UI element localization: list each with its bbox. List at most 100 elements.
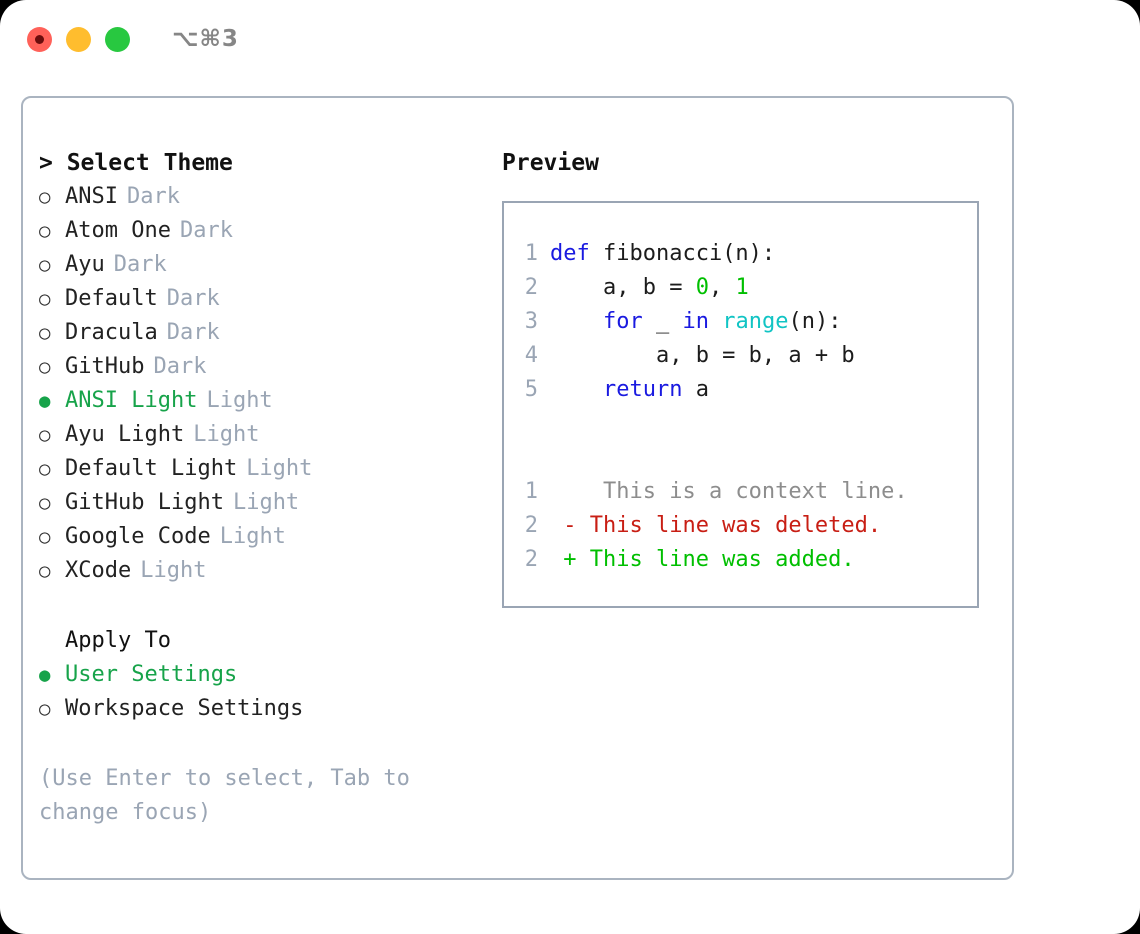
line-number: 2 [524,547,538,572]
code-token [709,309,722,334]
diff-line: 2 - This line was deleted. [504,509,977,543]
diff-text: This is a context line. [550,479,908,504]
line-number: 2 [524,275,538,300]
line-number: 1 [524,479,538,504]
apply-to-item[interactable]: ○ Workspace Settings [39,692,493,726]
code-token: a, b = b, a + b [550,343,855,368]
option-label: Ayu Light [65,422,185,447]
radio-unselected-icon: ○ [39,492,51,514]
code-token: a, b = [550,275,696,300]
code-text: def fibonacci(n): [550,237,775,271]
radio-unselected-icon: ○ [39,356,51,378]
theme-list-item[interactable]: ○ Google Code Light [39,520,493,554]
preview-title: Preview [502,150,599,176]
line-number: 4 [524,343,538,368]
option-tag: Dark [166,320,220,345]
code-line: 4 a, b = b, a + b [504,339,977,373]
option-label: Default Light [65,456,238,481]
diff-text: + This line was added. [550,547,855,572]
apply-to-item[interactable]: ● User Settings [39,658,493,692]
page-title: > Select Theme [39,150,233,176]
option-label: Atom One [65,218,171,243]
radio-unselected-icon: ○ [39,186,51,208]
option-label: ANSI Light [65,388,198,413]
option-label: Ayu [65,252,105,277]
diff-line: 2 + This line was added. [504,543,977,577]
option-label: Dracula [65,320,158,345]
code-token: for [602,309,643,334]
title-bar: ⌥⌘3 [0,0,1140,78]
diff-text: - This line was deleted. [550,513,882,538]
diff-sample: 1 This is a context line.2 - This line w… [504,475,977,577]
option-tag: Dark [126,184,180,209]
option-tag: Dark [153,354,207,379]
option-label: XCode [65,558,132,583]
spacer [504,441,977,475]
radio-unselected-icon: ○ [39,322,51,344]
code-token: 1 [735,275,749,300]
option-label: User Settings [65,662,238,687]
option-label: Default [65,286,158,311]
code-line: 5 return a [504,373,977,407]
theme-list-item[interactable]: ○ ANSI Dark [39,180,493,214]
code-token: a [682,377,709,402]
radio-unselected-icon: ○ [39,254,51,276]
option-tag: Light [193,422,260,447]
apply-to-title: Apply To [65,628,171,653]
minimize-button[interactable] [66,26,91,52]
code-line: 2 a, b = 0, 1 [504,271,977,305]
code-token [550,377,603,402]
code-token: _ [642,309,683,334]
spacer [504,407,977,441]
code-token: range [722,309,789,334]
diff-line: 1 This is a context line. [504,475,977,509]
option-tag: Light [206,388,273,413]
code-text: return a [550,373,709,407]
maximize-button[interactable] [105,26,130,52]
code-token [550,309,603,334]
radio-unselected-icon: ○ [39,698,51,720]
apply-to-section: Apply To ● User Settings ○ Workspace Settin… [39,624,493,726]
code-token: return [602,377,683,402]
radio-unselected-icon: ○ [39,526,51,548]
line-number: 1 [524,241,538,266]
option-tag: Light [140,558,207,583]
option-tag: Light [219,524,286,549]
close-button[interactable] [27,26,52,52]
keyboard-hint-text: (Use Enter to select, Tab to change focu… [39,766,410,825]
option-label: Workspace Settings [65,696,304,721]
theme-list-item[interactable]: ○ Ayu Light Light [39,418,493,452]
code-line: 1 def fibonacci(n): [504,237,977,271]
option-label: Google Code [65,524,211,549]
apply-to-list[interactable]: ● User Settings ○ Workspace Settings [39,658,493,726]
theme-list-item[interactable]: ● ANSI Light Light [39,384,493,418]
radio-unselected-icon: ○ [39,288,51,310]
code-text: a, b = 0, 1 [550,271,749,305]
theme-list-item[interactable]: ○ Dracula Dark [39,316,493,350]
radio-unselected-icon: ○ [39,424,51,446]
code-token: (n): [788,309,842,334]
option-label: GitHub Light [65,490,224,515]
code-text: for _ in range(n): [550,305,841,339]
code-token: fibonacci(n): [602,241,776,266]
option-label: ANSI [65,184,118,209]
radio-selected-icon: ● [39,664,51,686]
code-token: def [550,241,603,266]
option-tag: Light [246,456,313,481]
code-token: , [708,275,736,300]
recording-indicator-icon [35,34,44,44]
radio-selected-icon: ● [39,390,51,412]
